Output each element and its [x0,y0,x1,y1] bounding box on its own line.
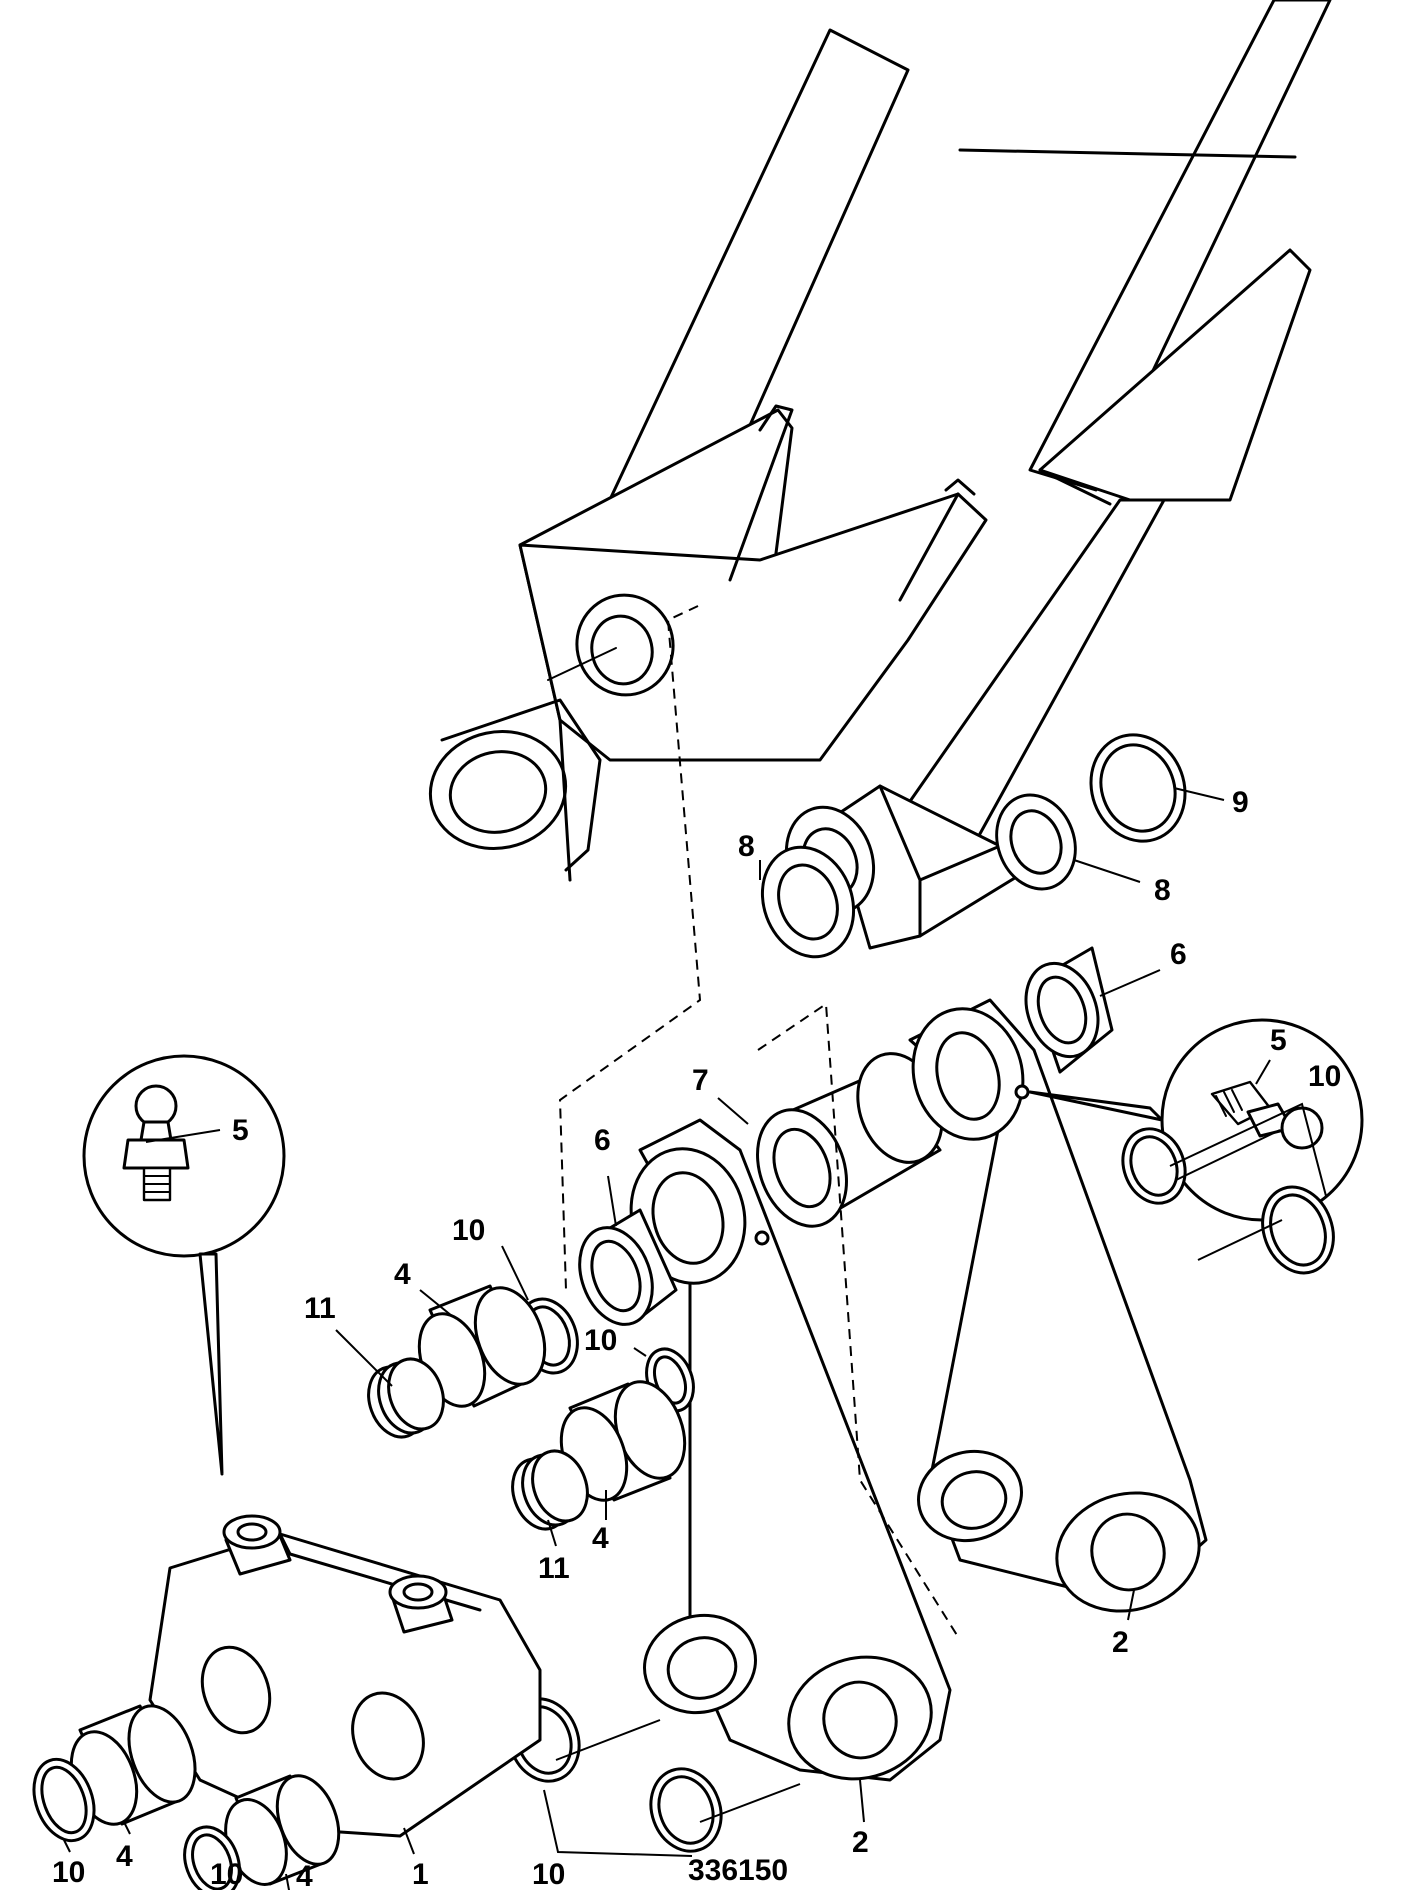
callout-6-left: 6 [594,1124,611,1157]
callout-1: 1 [412,1858,429,1890]
callout-6-right: 6 [1170,938,1187,971]
spacer-7 [756,1052,944,1228]
washer-10-bottom-far [183,1825,241,1890]
washer-8-left [760,845,856,959]
callout-10-bottom-left: 10 [210,1858,243,1890]
callout-labels: 9 8 8 6 5 7 6 5 10 10 4 11 10 4 11 2 2 1… [52,786,1341,1890]
dipper-arm [888,0,1332,872]
boom-arm [428,28,988,882]
callout-5-left: 5 [232,1114,249,1147]
callout-10-upper: 10 [452,1214,485,1247]
callout-10-far-left: 10 [52,1856,85,1889]
callout-4-bottom: 4 [296,1860,313,1890]
callout-8-right: 8 [1154,874,1171,907]
bush-6-left [578,1208,678,1326]
link-2-right [908,998,1208,1613]
assembly-lines [555,605,1283,1823]
callout-5-right: 5 [1270,1024,1287,1057]
bush-4-far-left [69,1704,197,1826]
washer-10-lower-right [1261,1185,1335,1275]
callout-4-upper: 4 [394,1258,411,1291]
washer-10-upper-right [1121,1127,1187,1205]
callout-11-upper: 11 [304,1292,336,1325]
callout-10-bottom: 10 [532,1858,565,1890]
bush-4-lower [559,1380,687,1502]
callout-4-mid: 4 [592,1522,609,1555]
callout-9: 9 [1232,786,1249,819]
figure-number: 336150 [688,1854,788,1887]
callout-7: 7 [692,1064,709,1097]
callout-8-left: 8 [738,830,755,863]
spring-11-upper [367,1357,445,1439]
callout-10-mid: 10 [584,1324,617,1357]
washer-10-bottom-right [649,1767,723,1853]
link-2-left [629,1118,952,1782]
spring-11-lower [511,1449,589,1531]
body-1 [148,1514,542,1838]
grease-nipple-detail-right [1028,1018,1364,1222]
grease-nipple-detail-left [82,1054,286,1476]
callout-4-left: 4 [116,1840,133,1873]
washer-10-far-left [32,1757,96,1843]
callout-10-right: 10 [1308,1060,1341,1093]
bush-6-right [1024,946,1114,1074]
callout-2-right: 2 [1112,1626,1129,1659]
callout-11-lower: 11 [538,1552,570,1585]
callout-2-left: 2 [852,1826,869,1859]
washer-9 [1089,733,1187,843]
callout-leaders [63,787,1327,1890]
washer-8-right [995,793,1077,891]
